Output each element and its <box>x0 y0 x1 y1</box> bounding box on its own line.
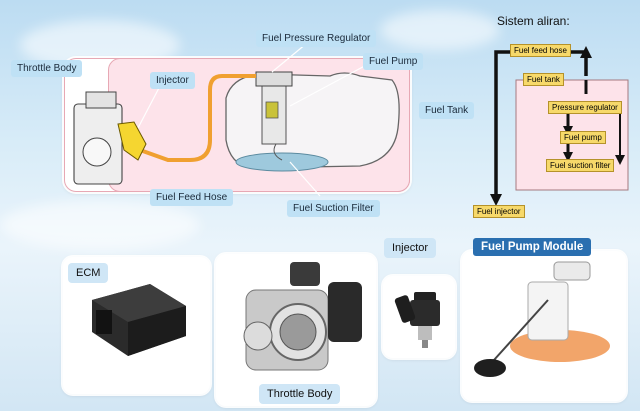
label-throttle-body: Throttle Body <box>11 60 83 77</box>
flow-item-fuel-tank: Fuel tank <box>523 73 564 86</box>
label-injector: Injector <box>150 72 195 89</box>
photo-label-injector: Injector <box>384 238 437 258</box>
flow-item-fuel-injector: Fuel injector <box>473 205 525 218</box>
fuel-feed-hose-shape <box>139 74 256 162</box>
flow-title: Sistem aliran: <box>497 14 570 28</box>
label-fuel-feed-hose: Fuel Feed Hose <box>150 189 234 206</box>
flow-item-fuel-suction-filter: Fuel suction filter <box>546 159 615 172</box>
photo-label-ecm: ECM <box>68 263 109 283</box>
flow-item-fuel-pump: Fuel pump <box>560 131 606 144</box>
flow-item-fuel-feed-hose: Fuel feed hose <box>510 44 571 57</box>
cloud <box>0 200 200 250</box>
injector-shape <box>117 121 147 161</box>
cloud <box>380 10 500 50</box>
flow-item-pressure-regulator: Pressure regulator <box>548 101 622 114</box>
photo-label-throttle-body: Throttle Body <box>259 384 341 404</box>
label-fuel-suction-filter: Fuel Suction Filter <box>287 200 380 217</box>
label-fuel-pump: Fuel Pump <box>363 53 424 70</box>
label-fuel-pressure-regulator: Fuel Pressure Regulator <box>256 30 377 47</box>
label-fuel-tank: Fuel Tank <box>419 102 475 119</box>
photo-label-fuel-pump-module: Fuel Pump Module <box>473 238 592 256</box>
suction-filter-shape <box>235 152 329 172</box>
